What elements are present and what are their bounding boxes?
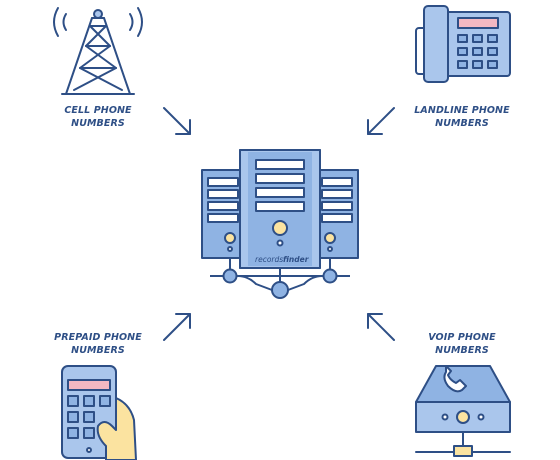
label-line-2: NUMBERS xyxy=(435,118,489,129)
brand-suffix: finder xyxy=(283,255,310,264)
label-line-1: PREPAID PHONE xyxy=(54,332,142,343)
label-line-2: NUMBERS xyxy=(435,345,489,356)
arrow-from-prepaid xyxy=(163,313,191,341)
label-line-1: VOIP PHONE xyxy=(428,332,496,343)
arrow-from-cell xyxy=(163,107,191,135)
label-voip-phone: VOIP PHONE NUMBERS xyxy=(392,331,532,357)
label-cell-phone: CELL PHONE NUMBERS xyxy=(28,104,168,130)
arrow-from-voip xyxy=(367,313,395,341)
brand-prefix: records xyxy=(255,255,283,264)
label-line-1: LANDLINE PHONE xyxy=(414,105,510,116)
label-prepaid-phone: PREPAID PHONE NUMBERS xyxy=(28,331,168,357)
label-line-2: NUMBERS xyxy=(71,345,125,356)
label-line-2: NUMBERS xyxy=(71,118,125,129)
label-landline-phone: LANDLINE PHONE NUMBERS xyxy=(392,104,532,130)
arrow-from-landline xyxy=(367,107,395,135)
label-line-1: CELL PHONE xyxy=(64,105,132,116)
